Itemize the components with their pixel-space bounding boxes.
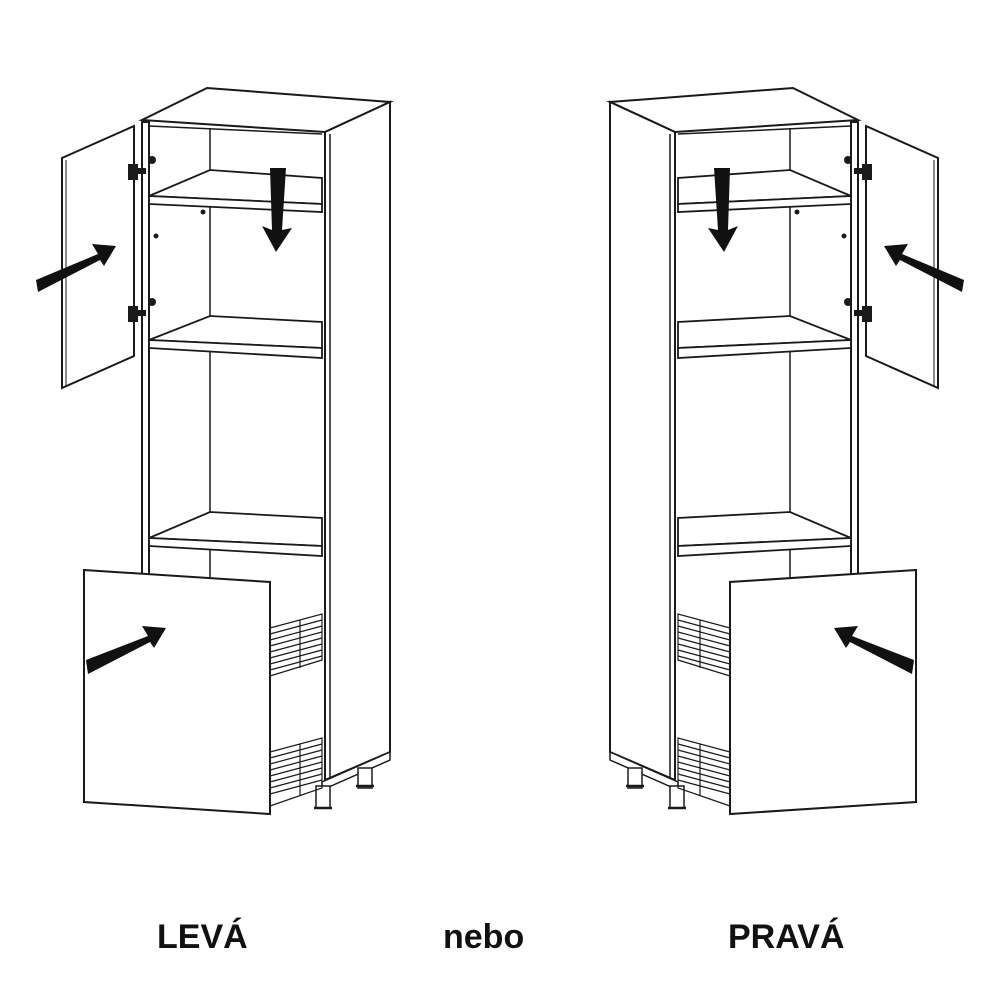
left-cabinet bbox=[36, 86, 392, 816]
arrow-shelf-down bbox=[262, 168, 292, 252]
left-label: LEVÁ bbox=[157, 918, 248, 956]
arrow-upper-door bbox=[36, 244, 116, 292]
arrow-upper-door-right bbox=[884, 244, 964, 292]
right-cabinet bbox=[608, 86, 964, 816]
arrow-shelf-down-right bbox=[708, 168, 738, 252]
arrow-lower-door bbox=[86, 626, 166, 674]
right-label: PRAVÁ bbox=[728, 918, 845, 956]
arrow-lower-door-right bbox=[834, 626, 914, 674]
or-label: nebo bbox=[443, 918, 525, 956]
